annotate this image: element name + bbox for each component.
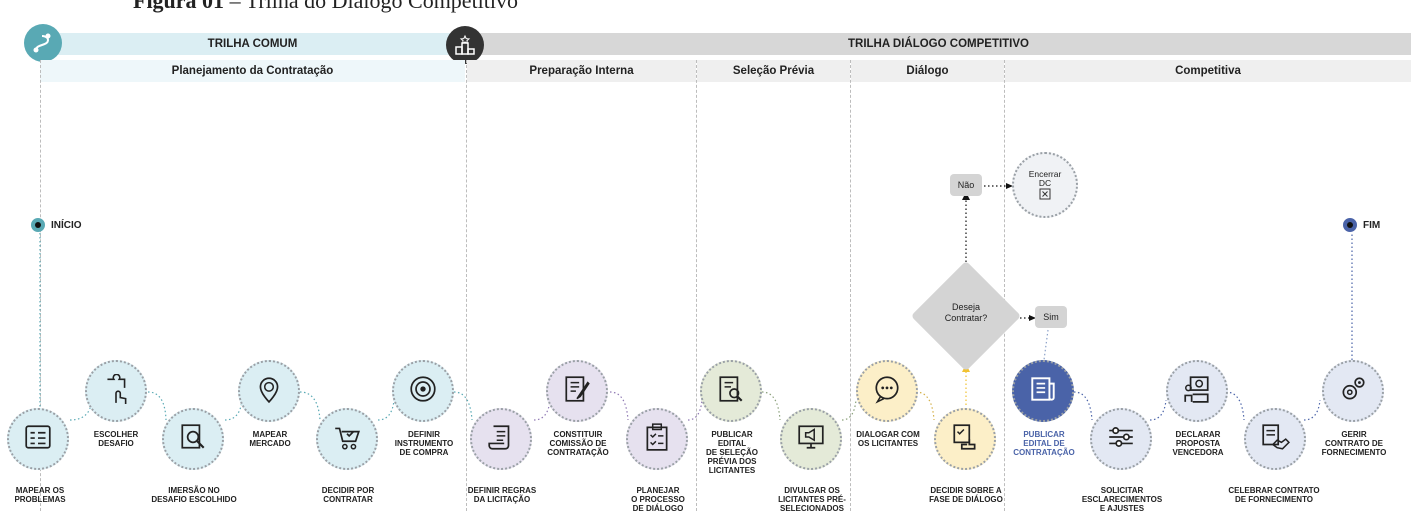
gears-icon bbox=[1338, 374, 1368, 409]
phase-dialogo: Diálogo bbox=[851, 60, 1004, 82]
figure-title: Figura 01 – Trilha do Diálogo Competitiv… bbox=[133, 0, 519, 13]
step-label: DIALOGAR COM OS LICITANTES bbox=[856, 430, 920, 448]
step-node bbox=[546, 360, 608, 422]
step-label: MAPEAR OS PROBLEMAS bbox=[14, 486, 66, 504]
phase-selecao: Seleção Prévia bbox=[697, 60, 850, 82]
puzzle-hand-icon bbox=[101, 373, 131, 409]
step-label: DIVULGAR OS LICITANTES PRÉ- SELECIONADOS bbox=[778, 486, 846, 513]
end-dc-node: Encerrar DC bbox=[1012, 152, 1078, 218]
step-label: SOLICITAR ESCLARECIMENTOS E AJUSTES bbox=[1081, 486, 1163, 513]
end-marker: FIM bbox=[1343, 218, 1380, 232]
step-label: DECIDIR POR CONTRATAR bbox=[321, 486, 375, 504]
step-node bbox=[1322, 360, 1384, 422]
decision-stamp-icon bbox=[950, 422, 980, 457]
track-comum: TRILHA COMUM bbox=[40, 33, 465, 55]
document-pen-icon bbox=[562, 374, 592, 409]
decision-yes-box: Sim bbox=[1035, 306, 1067, 328]
step-label: PLANEJAR O PROCESSO DE DIÁLOGO bbox=[631, 486, 685, 513]
decision-no-box: Não bbox=[950, 174, 982, 196]
phase-divider bbox=[696, 60, 697, 511]
chat-bubble-icon bbox=[872, 374, 902, 409]
megaphone-monitor-icon bbox=[796, 422, 826, 457]
magnifier-document-icon bbox=[178, 422, 208, 457]
decision-question: Deseja Contratar? bbox=[944, 302, 988, 323]
checklist-board-icon bbox=[23, 422, 53, 457]
contract-handshake-icon bbox=[1260, 422, 1290, 457]
end-dc-label: Encerrar DC bbox=[1028, 169, 1062, 188]
step-node bbox=[162, 408, 224, 470]
step-node bbox=[856, 360, 918, 422]
document-search-icon bbox=[716, 374, 746, 409]
step-node bbox=[780, 408, 842, 470]
sliders-icon bbox=[1106, 422, 1136, 457]
step-node bbox=[238, 360, 300, 422]
step-node bbox=[85, 360, 147, 422]
step-label: CONSTITUIR COMISSÃO DE CONTRATAÇÃO bbox=[547, 430, 609, 457]
step-label: ESCOLHER DESAFIO bbox=[93, 430, 139, 448]
step-label: DECIDIR SOBRE A FASE DE DIÁLOGO bbox=[929, 486, 1003, 504]
newspaper-icon bbox=[1028, 374, 1058, 409]
decision-diamond: Deseja Contratar? bbox=[910, 260, 1022, 372]
step-node bbox=[1090, 408, 1152, 470]
cart-check-icon bbox=[332, 422, 362, 457]
phase-planejamento: Planejamento da Contratação bbox=[40, 60, 465, 82]
map-pin-cart-icon bbox=[254, 374, 284, 409]
step-node bbox=[934, 408, 996, 470]
step-label: CELEBRAR CONTRATO DE FORNECIMENTO bbox=[1228, 486, 1320, 504]
step-label: DEFINIR REGRAS DA LICITAÇÃO bbox=[467, 486, 537, 504]
step-label: IMERSÃO NO DESAFIO ESCOLHIDO bbox=[151, 486, 237, 504]
phase-competitiva: Competitiva bbox=[1005, 60, 1411, 82]
step-node bbox=[1166, 360, 1228, 422]
phase-divider bbox=[1004, 60, 1005, 511]
track-dialogo: TRILHA DIÁLOGO COMPETITIVO bbox=[466, 33, 1411, 55]
phase-divider bbox=[466, 60, 467, 511]
podium-icon bbox=[446, 26, 484, 64]
route-icon bbox=[24, 24, 62, 62]
step-node bbox=[700, 360, 762, 422]
step-label: PUBLICAR EDITAL DE CONTRATAÇÃO bbox=[1013, 430, 1075, 457]
close-box-icon bbox=[1039, 188, 1051, 200]
step-label: PUBLICAR EDITAL DE SELEÇÃO PRÉVIA DOS LI… bbox=[705, 430, 758, 475]
step-label: DEFINIR INSTRUMENTO DE COMPRA bbox=[394, 430, 454, 457]
phase-divider bbox=[850, 60, 851, 511]
award-podium-icon bbox=[1182, 374, 1212, 409]
scroll-icon bbox=[486, 422, 516, 457]
step-node bbox=[1012, 360, 1074, 422]
clipboard-checklist-icon bbox=[642, 422, 672, 457]
start-marker: INÍCIO bbox=[31, 218, 82, 232]
target-icon bbox=[408, 374, 438, 409]
step-node bbox=[626, 408, 688, 470]
step-node bbox=[316, 408, 378, 470]
phase-preparacao: Preparação Interna bbox=[467, 60, 696, 82]
step-node bbox=[470, 408, 532, 470]
step-label: DECLARAR PROPOSTA VENCEDORA bbox=[1172, 430, 1224, 457]
step-node bbox=[392, 360, 454, 422]
step-node bbox=[1244, 408, 1306, 470]
step-node bbox=[7, 408, 69, 470]
step-label: GERIR CONTRATO DE FORNECIMENTO bbox=[1321, 430, 1387, 457]
step-label: MAPEAR MERCADO bbox=[249, 430, 291, 448]
